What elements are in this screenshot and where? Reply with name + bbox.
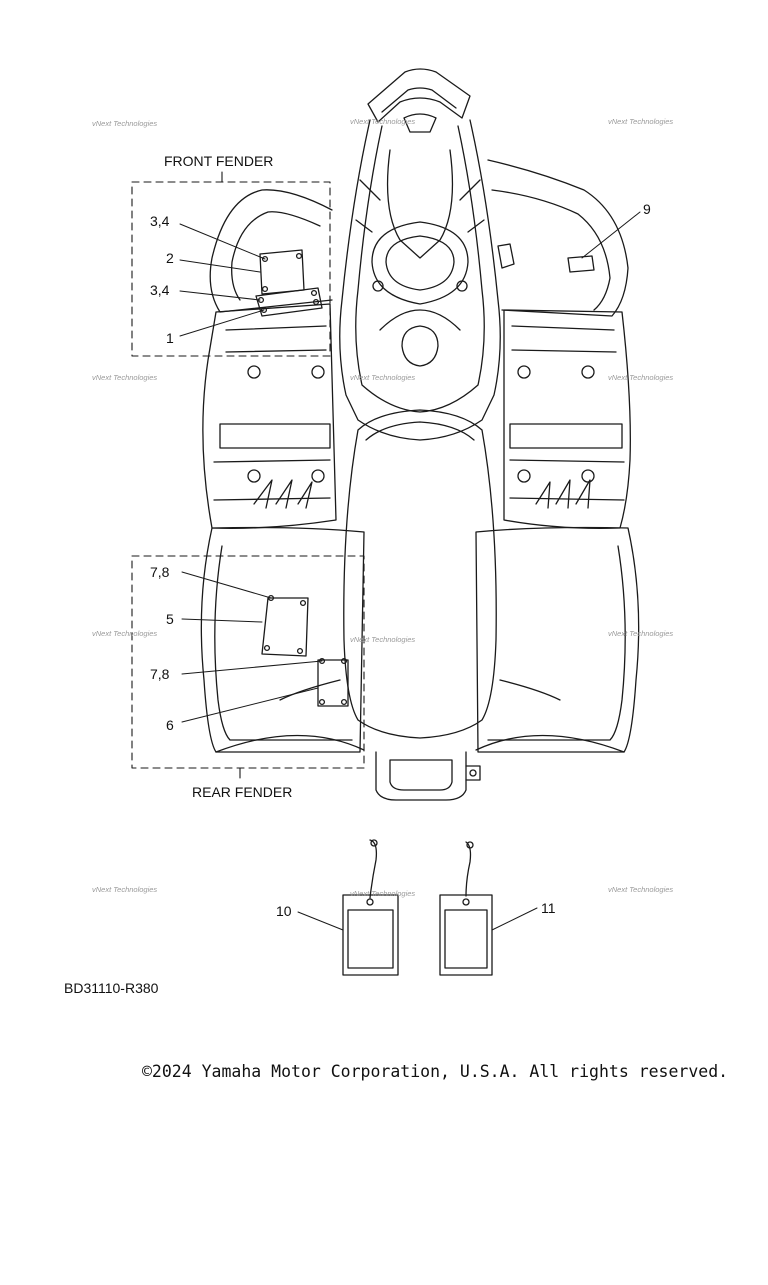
front-bumper-drawing — [367, 68, 471, 133]
watermark-text: vNext Technologies — [608, 629, 673, 638]
front-fender-group-box — [131, 181, 331, 357]
callout-11: 11 — [541, 900, 556, 916]
callout-5: 5 — [166, 611, 174, 627]
front-fender-drawing — [209, 159, 629, 317]
watermark-text: vNext Technologies — [608, 373, 673, 382]
part-6-label — [317, 659, 349, 707]
watermark-text: vNext Technologies — [350, 117, 415, 126]
callout-3-4: 3,4 — [150, 213, 170, 229]
rear-fender-group-box — [131, 555, 365, 769]
rear-bumper-drawing — [375, 751, 481, 801]
watermark-text: vNext Technologies — [92, 885, 157, 894]
copyright-notice: ©2024 Yamaha Motor Corporation, U.S.A. A… — [142, 1062, 729, 1081]
watermark-text: vNext Technologies — [92, 629, 157, 638]
callout-7-8: 7,8 — [150, 564, 170, 580]
hang-tag-10 — [342, 839, 399, 976]
watermark-text: vNext Technologies — [350, 373, 415, 382]
front-fender-title: FRONT FENDER — [164, 153, 273, 169]
rear-fender-drawing — [200, 526, 640, 753]
watermark-text: vNext Technologies — [92, 373, 157, 382]
callout-7-8: 7,8 — [150, 666, 170, 682]
watermark-text: vNext Technologies — [350, 889, 415, 898]
part-5-label — [261, 597, 309, 657]
watermarks: vNext Technologies vNext Technologies vN… — [92, 117, 673, 898]
diagram-code: BD31110-R380 — [64, 980, 159, 996]
watermark-text: vNext Technologies — [608, 117, 673, 126]
watermark-text: vNext Technologies — [350, 635, 415, 644]
watermark-text: vNext Technologies — [92, 119, 157, 128]
callout-2: 2 — [166, 250, 174, 266]
hang-tag-11 — [439, 841, 493, 976]
part-9-label — [567, 255, 595, 273]
watermark-text: vNext Technologies — [608, 885, 673, 894]
rear-fender-title: REAR FENDER — [192, 784, 292, 800]
callout-10: 10 — [276, 903, 292, 919]
seat-drawing — [343, 409, 497, 739]
side-panels-drawing — [202, 303, 631, 529]
label-parts-drawing — [255, 249, 595, 707]
leader-lines — [179, 211, 641, 931]
callout-1: 1 — [166, 330, 174, 346]
callout-9: 9 — [643, 201, 651, 217]
callout-6: 6 — [166, 717, 174, 733]
callout-3-4: 3,4 — [150, 282, 170, 298]
hood-drawing — [339, 119, 515, 441]
part-1-label — [255, 287, 323, 317]
